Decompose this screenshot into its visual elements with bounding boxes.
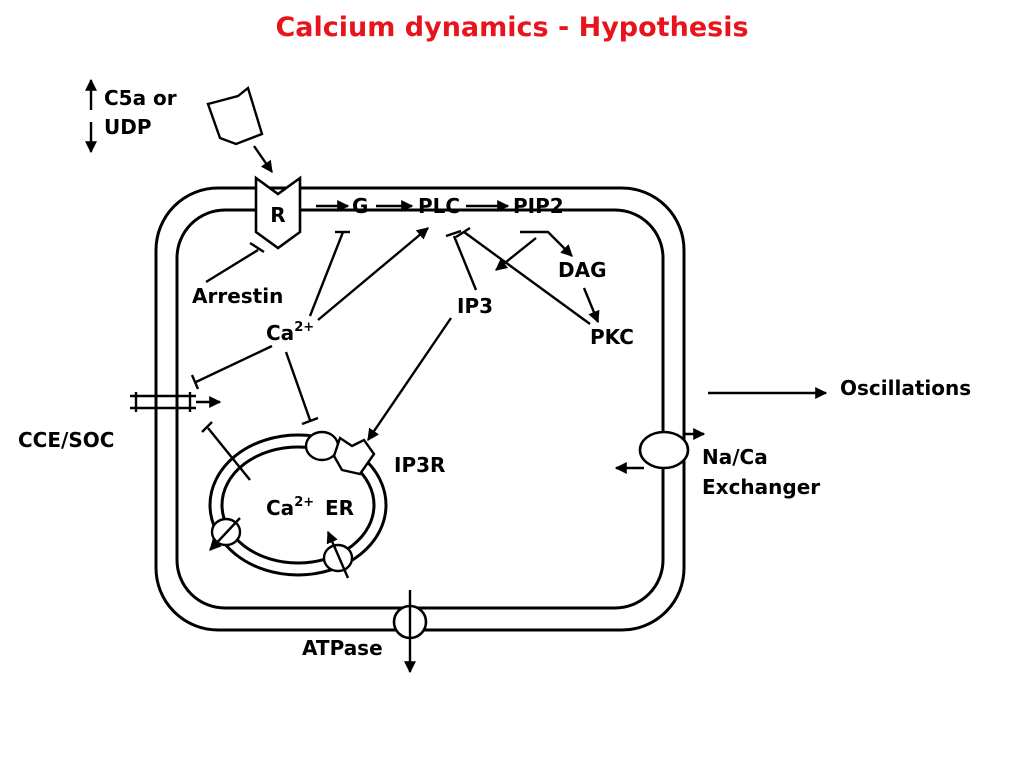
pip2-label: PIP2 [513,194,564,218]
ip3r-label: IP3R [394,453,445,477]
ip3-to-ip3r-arrow [367,317,452,441]
calcium-inhibits-g-line [308,231,345,317]
receptor-label: R [270,203,285,227]
na-ca-exchanger-icon [638,430,690,470]
receptor-icon [254,175,302,250]
ip3-label: IP3 [457,294,493,318]
ligand-to-receptor-arrow [253,145,273,173]
dag-label: DAG [558,258,607,282]
cytosolic-calcium-label: Ca2+ [266,320,314,345]
ip3r-channel-icon [332,436,376,476]
calcium-inhibits-er-pump-bar [301,416,319,426]
arrestin-inhibits-receptor-bar [249,241,265,254]
dag-to-pkc-arrow [582,287,600,324]
oscillations-label: Oscillations [840,376,971,400]
arrestin-inhibits-receptor-line [205,248,259,284]
g-protein-label: G [352,194,368,218]
er-pump-bottom-arrow [326,530,350,579]
cce-soc-label: CCE/SOC [18,428,114,452]
er-inhibits-cce-line [207,427,251,481]
er-pump-left-arrow [209,517,241,551]
pip2-to-ip3-arrow [495,237,537,271]
er-label: ER [325,496,354,520]
pip2-to-dag-arrow [520,230,573,257]
ip3-inhibits-plc-bar [445,229,462,238]
calcium-to-plc-arrow [317,227,429,321]
calcium-inhibits-cce-line [195,344,273,384]
na-ca-label-line1: Na/Ca [702,445,768,469]
agonist-label-line2: UDP [104,115,152,139]
er-membrane-outer [208,433,388,577]
agonist-ligand-icon [206,85,264,146]
plc-label: PLC [418,194,460,218]
er-calcium-label: Ca2+ [266,495,314,520]
calcium-inhibits-cce-bar [190,374,200,390]
arrestin-label: Arrestin [192,284,283,308]
atpase-label: ATPase [302,636,383,660]
pkc-inhibits-plc-line [463,231,591,325]
pkc-inhibits-plc-bar [455,226,471,239]
er-inhibits-cce-bar [201,421,213,433]
agonist-label-line1: C5a or [104,86,177,110]
na-ca-label-line2: Exchanger [702,475,820,499]
cell-membrane-outer [154,186,686,632]
er-membrane-inner [220,445,376,565]
pkc-label: PKC [590,325,634,349]
ip3-inhibits-plc-line [452,235,478,291]
calcium-inhibits-er-pump-line [284,351,312,421]
page-title: Calcium dynamics - Hypothesis [275,12,748,43]
